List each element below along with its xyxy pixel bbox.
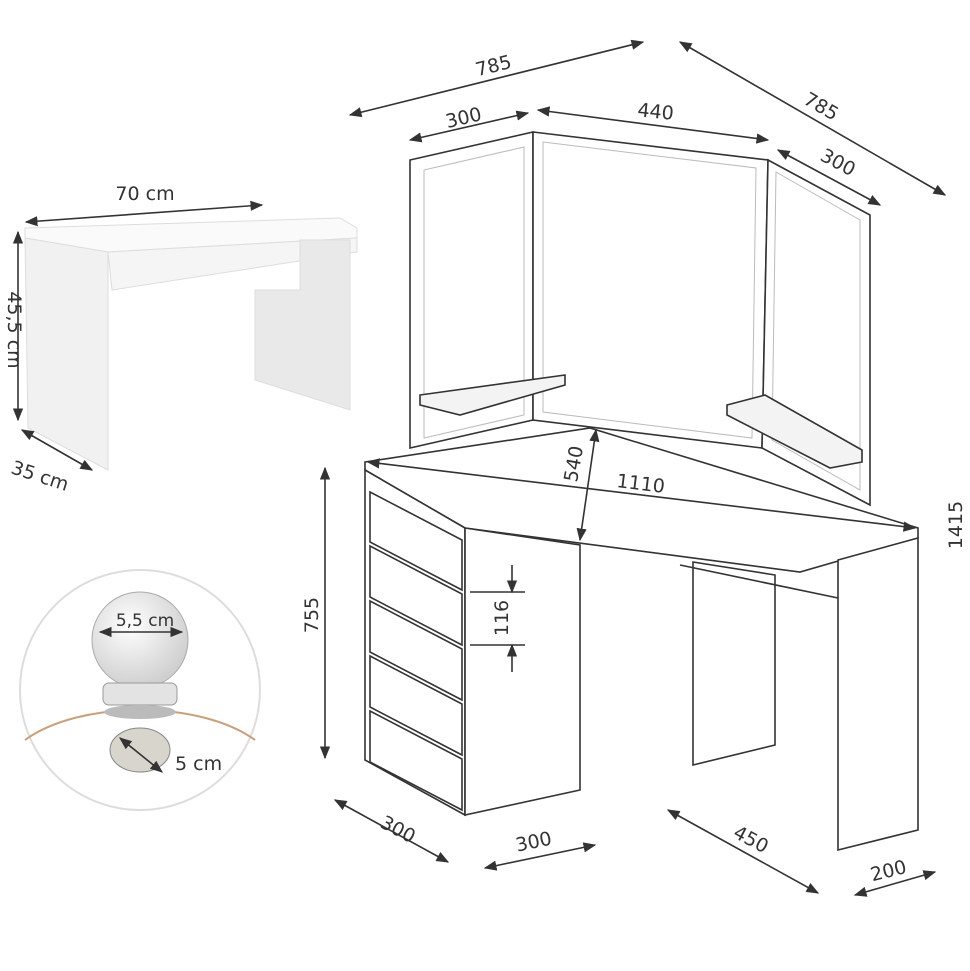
mirror-side-right-label: 300: [817, 144, 859, 180]
mirror-side-left-label: 300: [444, 103, 484, 133]
stool-height-label: 45,5 cm: [3, 291, 25, 368]
drawers: [369, 490, 463, 812]
mirror-total-left-label: 785: [473, 51, 514, 81]
lamp-detail: 5,5 cm 5 cm: [19, 569, 261, 811]
left-shelf: [419, 374, 566, 416]
bulb-diameter-label: 5,5 cm: [116, 611, 174, 631]
leg-span-label: 450: [730, 821, 772, 857]
mirror-center-label: 440: [636, 99, 674, 125]
cabinet-width-label: 300: [514, 828, 554, 857]
total-height-label: 1415: [945, 501, 967, 549]
stool-depth-label: 35 cm: [8, 457, 71, 496]
base-diameter-arrow: [119, 737, 163, 773]
stool-depth-arrow: [20, 429, 94, 471]
stool-width-label: 70 cm: [115, 183, 174, 205]
stool-width-arrow: [24, 200, 264, 227]
mirror-total-right-label: 785: [800, 88, 842, 125]
base-diameter-label: 5 cm: [175, 753, 222, 775]
drawer-height-label: 116: [491, 600, 513, 636]
dimensions: 785 785 300 440 300 540 1110 1415 755 11…: [301, 39, 967, 897]
stool-illustration: 70 cm 45,5 cm 35 cm: [3, 183, 358, 496]
table-height-label: 755: [301, 597, 323, 633]
mirror-assembly: [409, 130, 871, 507]
